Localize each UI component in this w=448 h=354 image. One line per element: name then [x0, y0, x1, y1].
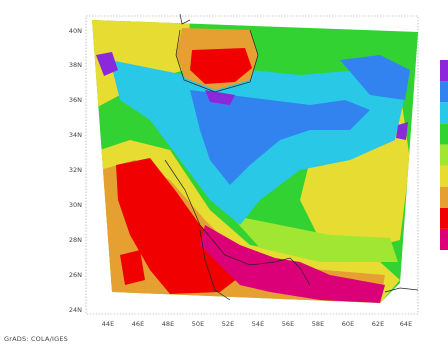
y-tick-label: 26N	[69, 271, 82, 279]
border-east	[384, 287, 419, 293]
y-tick-label: 36N	[69, 96, 82, 104]
coastline-gulf	[164, 159, 311, 286]
x-tick-label: 48E	[162, 320, 174, 328]
y-tick-label: 34N	[69, 131, 82, 139]
field-yellow-north	[92, 20, 190, 110]
colorbar	[440, 60, 448, 250]
y-tick-label: 32N	[69, 166, 82, 174]
plot-frame	[85, 15, 419, 315]
y-tick-label: 28N	[69, 236, 82, 244]
y-tick-label: 38N	[69, 61, 82, 69]
x-tick-label: 60E	[342, 320, 354, 328]
field-purple-center	[205, 90, 235, 105]
coastline-caspian	[175, 29, 259, 93]
field-red-patch-north	[120, 250, 145, 285]
field-purple-west	[96, 52, 118, 76]
border-north	[179, 13, 191, 25]
x-tick-label: 56E	[282, 320, 294, 328]
colorbar-cell	[440, 144, 448, 166]
footer-credit: GrADS: COLA/IGES	[4, 335, 68, 343]
y-tick-label: 24N	[69, 306, 82, 314]
x-tick-label: 54E	[252, 320, 264, 328]
x-tick-label: 52E	[222, 320, 234, 328]
field-purple-east	[396, 122, 408, 140]
coastlines	[164, 13, 419, 301]
y-tick-label: 40N	[69, 27, 82, 35]
field-red-north-pocket	[190, 48, 252, 84]
x-tick-label: 58E	[312, 320, 324, 328]
colorbar-cell	[440, 228, 448, 250]
x-tick-label: 46E	[132, 320, 144, 328]
y-axis: 40N 38N 36N 34N 32N 30N 28N 26N 24N	[69, 27, 82, 314]
x-axis: 44E 46E 48E 50E 52E 54E 56E 58E 60E 62E …	[102, 320, 412, 328]
colorbar-cell	[440, 81, 448, 103]
field-light-green	[230, 215, 398, 262]
field-magenta-coast	[200, 225, 385, 303]
y-tick-label: 30N	[69, 201, 82, 209]
filled-field	[92, 20, 418, 303]
colorbar-cell	[440, 60, 448, 82]
x-tick-label: 62E	[372, 320, 384, 328]
field-blue-core	[190, 90, 370, 185]
x-tick-label: 44E	[102, 320, 114, 328]
x-tick-label: 50E	[192, 320, 204, 328]
colorbar-cell	[440, 165, 448, 187]
colorbar-cell	[440, 186, 448, 208]
colorbar-cell	[440, 102, 448, 124]
colorbar-cell	[440, 123, 448, 145]
x-tick-label: 64E	[400, 320, 412, 328]
field-blue-patch-east	[340, 55, 410, 100]
coastline-arabia	[199, 229, 231, 301]
colorbar-cell	[440, 207, 448, 229]
